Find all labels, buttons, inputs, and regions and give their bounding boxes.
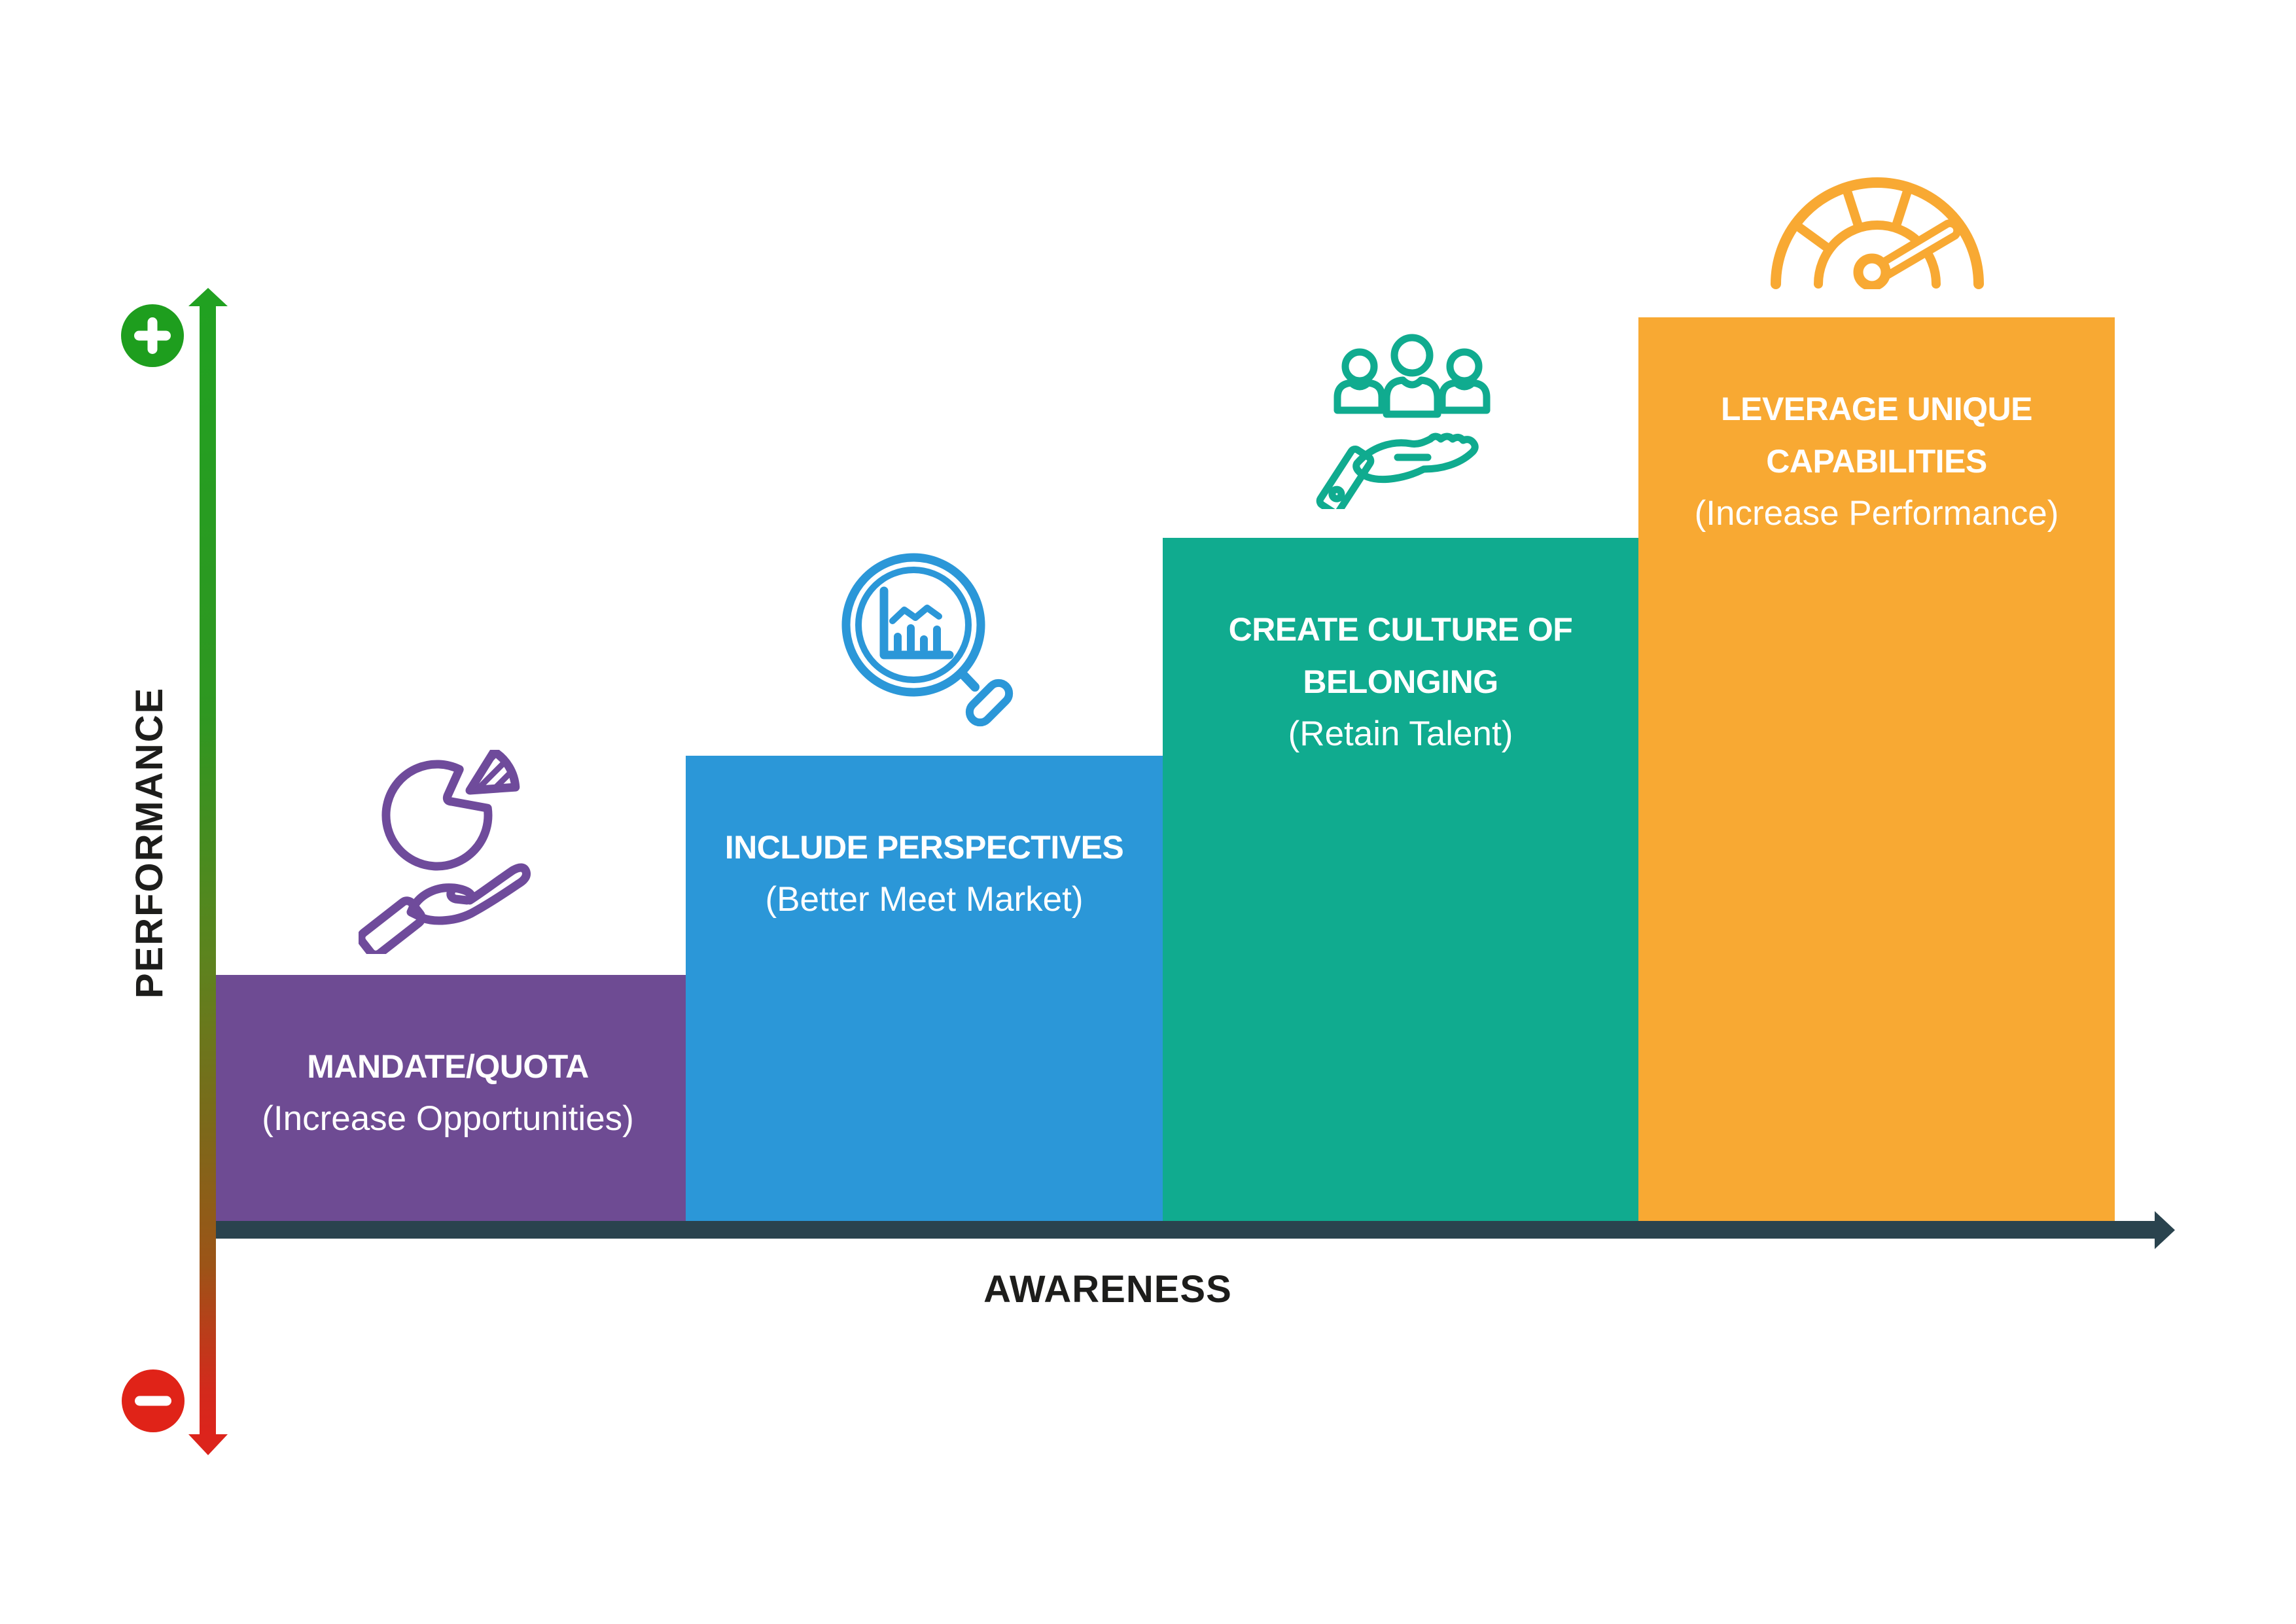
- bar-title-line2: CAPABILITIES: [1766, 443, 1987, 480]
- bar-mandate-quota-text: MANDATE/QUOTA (Increase Opportunities): [210, 1040, 686, 1145]
- speedometer-gauge-icon: [1771, 177, 1984, 289]
- y-axis-label: PERFORMANCE: [128, 686, 171, 999]
- minus-bar-horizontal: [135, 1396, 171, 1406]
- bar-title: CREATE CULTURE OF: [1228, 611, 1573, 648]
- bar-title-line2: BELONGING: [1303, 663, 1498, 700]
- bar-mandate-quota: MANDATE/QUOTA (Increase Opportunities): [210, 975, 686, 1222]
- y-axis-up-arrowhead-icon: [188, 288, 228, 306]
- bar-title: LEVERAGE UNIQUE: [1721, 391, 2032, 427]
- bar-subtitle: (Increase Opportunities): [262, 1099, 634, 1138]
- minus-circle-icon: [122, 1369, 185, 1432]
- bar-title: MANDATE/QUOTA: [307, 1048, 589, 1085]
- x-axis-label: AWARENESS: [983, 1268, 1232, 1311]
- bar-create-culture-of-belonging: CREATE CULTURE OF BELONGING (Retain Tale…: [1163, 538, 1638, 1222]
- bar-subtitle: (Increase Performance): [1694, 494, 2059, 533]
- plus-circle-icon: [121, 304, 184, 367]
- bar-create-culture-text: CREATE CULTURE OF BELONGING (Retain Tale…: [1163, 603, 1638, 760]
- bar-leverage-unique-capabilities: LEVERAGE UNIQUE CAPABILITIES (Increase P…: [1638, 317, 2115, 1222]
- plus-bar-vertical: [147, 317, 158, 354]
- y-axis-gradient-line: [200, 306, 216, 1435]
- bar-include-perspectives-text: INCLUDE PERSPECTIVES (Better Meet Market…: [686, 821, 1163, 926]
- hand-holding-people-icon: [1316, 334, 1491, 509]
- bar-subtitle: (Retain Talent): [1288, 715, 1513, 753]
- bar-leverage-capabilities-text: LEVERAGE UNIQUE CAPABILITIES (Increase P…: [1638, 383, 2115, 540]
- x-axis-line: [208, 1221, 2155, 1239]
- x-axis-arrowhead-icon: [2155, 1211, 2175, 1249]
- y-axis-down-arrowhead-icon: [188, 1434, 228, 1455]
- magnifying-glass-chart-icon: [841, 553, 1014, 727]
- bar-title: INCLUDE PERSPECTIVES: [724, 829, 1124, 866]
- bar-subtitle: (Better Meet Market): [765, 880, 1084, 919]
- hand-holding-pie-chart-icon: [359, 750, 531, 954]
- bar-include-perspectives: INCLUDE PERSPECTIVES (Better Meet Market…: [686, 756, 1163, 1222]
